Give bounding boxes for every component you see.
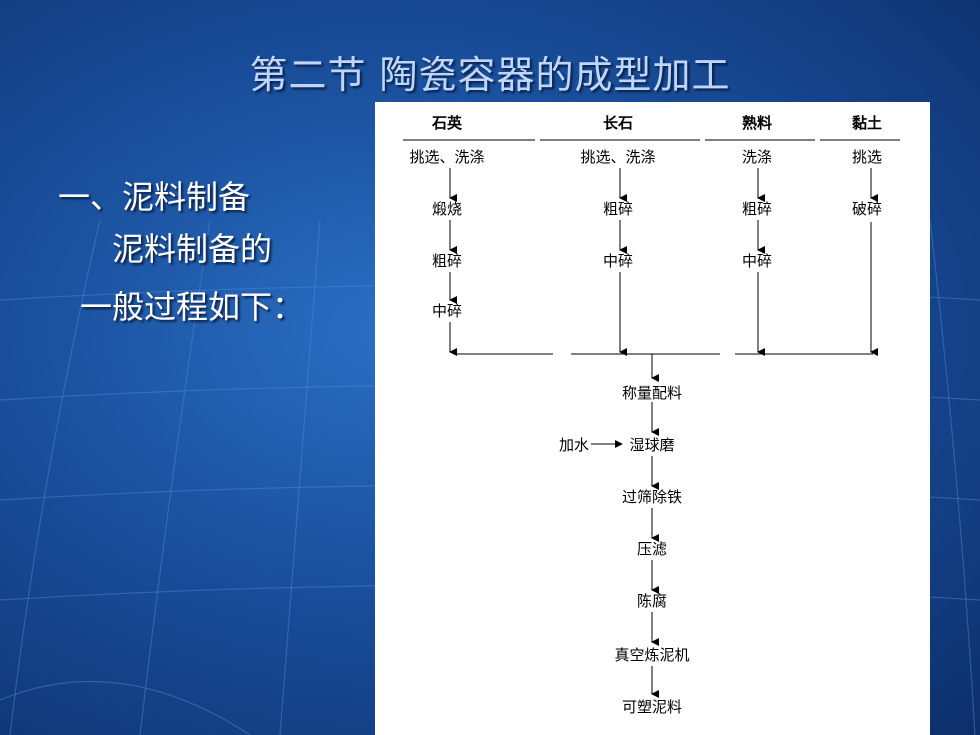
grog-step-2: 粗碎 (742, 200, 772, 218)
feldspar-step-3: 中碎 (603, 252, 633, 270)
main-step-6: 真空炼泥机 (614, 646, 689, 664)
grog-step-1: 洗涤 (742, 148, 772, 166)
grog-step-3: 中碎 (742, 252, 772, 270)
quartz-step-2: 煅烧 (432, 200, 462, 218)
quartz-step-3: 粗碎 (432, 252, 462, 270)
feldspar-step-2: 粗碎 (603, 200, 633, 218)
quartz-step-4: 中碎 (432, 302, 462, 320)
column-arrows (449, 168, 878, 698)
clay-step-1: 挑选 (852, 148, 882, 166)
main-step-3: 过筛除铁 (622, 488, 682, 506)
quartz-step-1: 挑选、洗涤 (409, 148, 484, 166)
side-input-water: 加水 (559, 436, 589, 454)
flowchart-panel: 石英 长石 熟料 黏土 挑选、洗涤 煅烧 粗碎 中碎 挑选、洗涤 粗碎 中碎 洗… (375, 102, 930, 735)
main-step-2: 湿球磨 (629, 436, 674, 454)
clay-step-2: 破碎 (852, 200, 882, 218)
main-step-1: 称量配料 (622, 384, 682, 402)
flowchart: 石英 长石 熟料 黏土 挑选、洗涤 煅烧 粗碎 中碎 挑选、洗涤 粗碎 中碎 洗… (403, 114, 900, 716)
subheading-line2: 一般过程如下： (80, 288, 305, 326)
subheading-line1: 泥料制备的 (112, 230, 273, 268)
header-quartz: 石英 (431, 114, 463, 132)
main-step-4: 压滤 (637, 540, 667, 558)
main-step-7: 可塑泥料 (622, 698, 682, 716)
header-grog: 熟料 (742, 114, 772, 132)
feldspar-step-1: 挑选、洗涤 (580, 148, 655, 166)
header-clay: 黏土 (852, 114, 882, 132)
main-step-5: 陈腐 (637, 592, 667, 610)
section-heading: 一、泥料制备 (58, 178, 251, 216)
slide-title: 第二节 陶瓷容器的成型加工 (249, 53, 731, 97)
header-feldspar: 长石 (603, 114, 633, 132)
